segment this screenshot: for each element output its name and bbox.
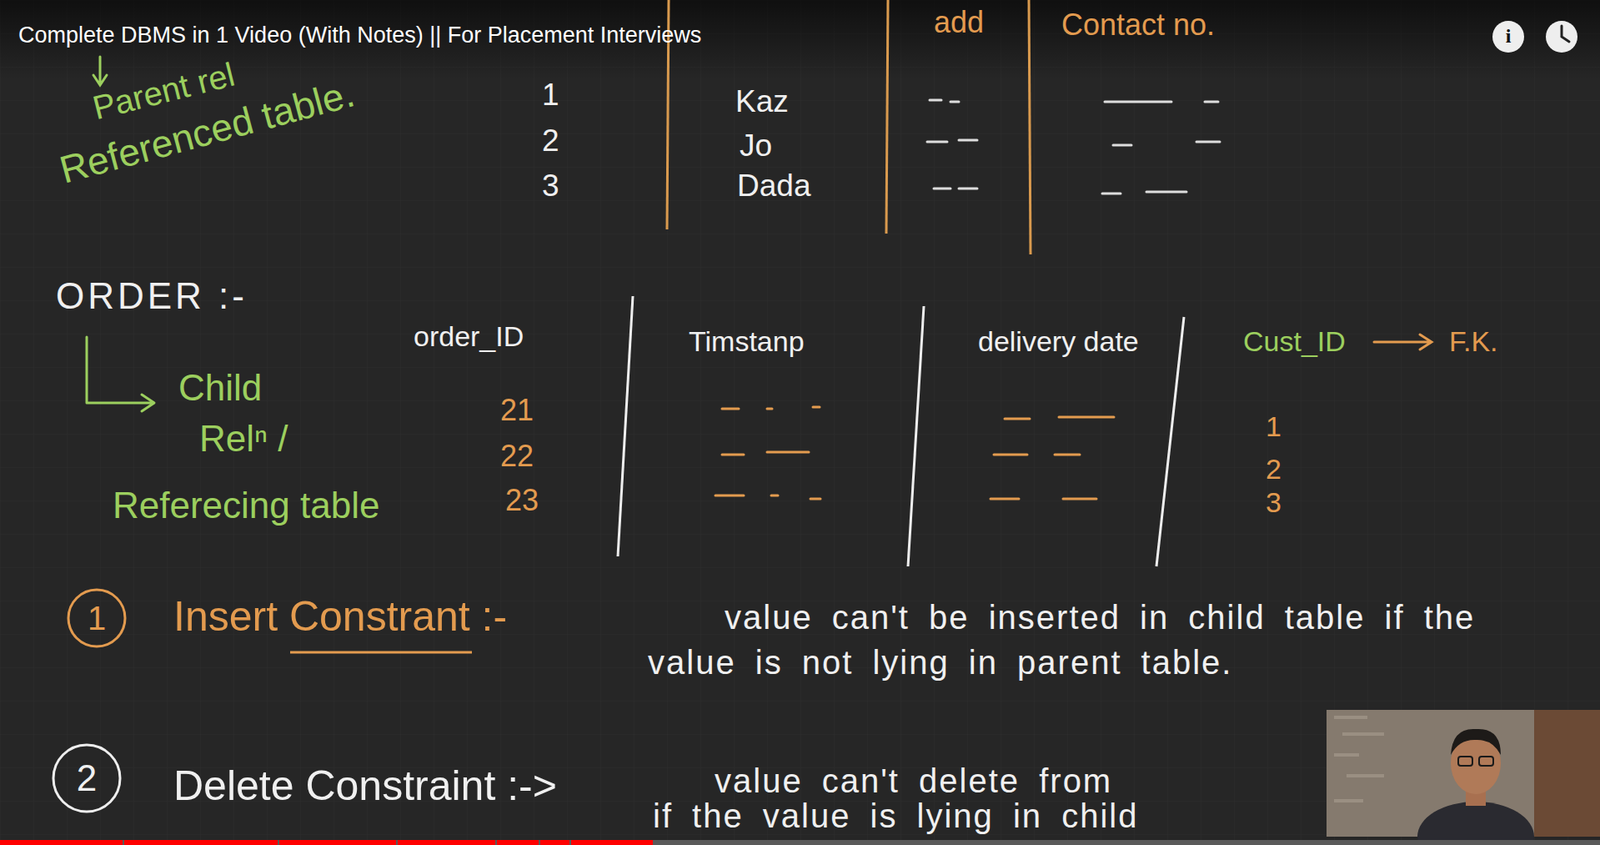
rule-text: value can't be inserted in child table i… [647, 594, 1549, 685]
info-icon [1492, 20, 1525, 53]
column-line [1156, 316, 1184, 567]
number-circle [68, 589, 126, 647]
table-name: ORDER :- [55, 275, 248, 318]
key-note: F.K. [1449, 325, 1499, 358]
callout-number: 2 [76, 757, 97, 800]
progress-track [0, 839, 1600, 845]
wall-pattern [1334, 717, 1385, 801]
table-cell: 1 [1265, 410, 1282, 443]
webcam-inset [1326, 709, 1600, 845]
underline [290, 651, 472, 654]
progress-played [0, 839, 653, 845]
placeholder-dashes [927, 100, 978, 189]
column-header: Contact no. [1061, 7, 1215, 42]
column-header: Cust_ID [1243, 325, 1346, 358]
column-header: Timstanp [688, 325, 805, 358]
table-cell: Kaz [735, 84, 789, 121]
glasses [1458, 756, 1473, 766]
column-line [1028, 0, 1031, 255]
number-circle [53, 744, 121, 812]
note-text: Referecing table [112, 484, 380, 527]
placeholder-dashes [990, 416, 1114, 499]
column-line [617, 295, 633, 557]
note-text: Relⁿ / [199, 417, 289, 461]
column-line [907, 305, 924, 567]
column-header: order_ID [413, 320, 524, 353]
table-cell: Jo [739, 128, 773, 165]
clock-hands [1561, 25, 1570, 42]
table-cell: 2 [1265, 452, 1282, 486]
table-cell: Dada [737, 168, 811, 205]
bent-arrow [86, 336, 155, 412]
note-text: Child [178, 366, 262, 410]
table-cell: 3 [1265, 486, 1282, 519]
table-cell: 23 [505, 482, 539, 517]
down-arrow [93, 56, 107, 86]
icon-glyph: i [1505, 25, 1512, 49]
column-header: delivery date [978, 325, 1139, 358]
person-hair [1450, 728, 1501, 755]
table-cell: 21 [500, 392, 534, 427]
table-cell: 22 [500, 438, 534, 473]
table-cell: 3 [541, 168, 560, 205]
curtain [1534, 709, 1600, 837]
placeholder-dashes [715, 406, 821, 499]
title-shade [0, 0, 1600, 80]
callout-number: 1 [87, 598, 106, 637]
person-body [1417, 801, 1535, 845]
table-cell: 1 [541, 77, 560, 114]
column-line [886, 0, 888, 234]
clock-icon [1545, 20, 1578, 53]
rule-text: value can't delete from [714, 761, 1113, 800]
column-header: add [933, 5, 984, 40]
rule-text: if the value is lying in child [652, 796, 1139, 835]
rule-heading: Insert Constrant :- [173, 592, 507, 642]
table-cell: 2 [541, 123, 560, 160]
glasses [1479, 756, 1494, 766]
right-arrow [1374, 334, 1432, 350]
placeholder-dashes [1102, 101, 1220, 194]
video-title: Complete DBMS in 1 Video (With Notes) ||… [18, 22, 702, 49]
rule-heading: Delete Constraint :-> [173, 762, 557, 811]
